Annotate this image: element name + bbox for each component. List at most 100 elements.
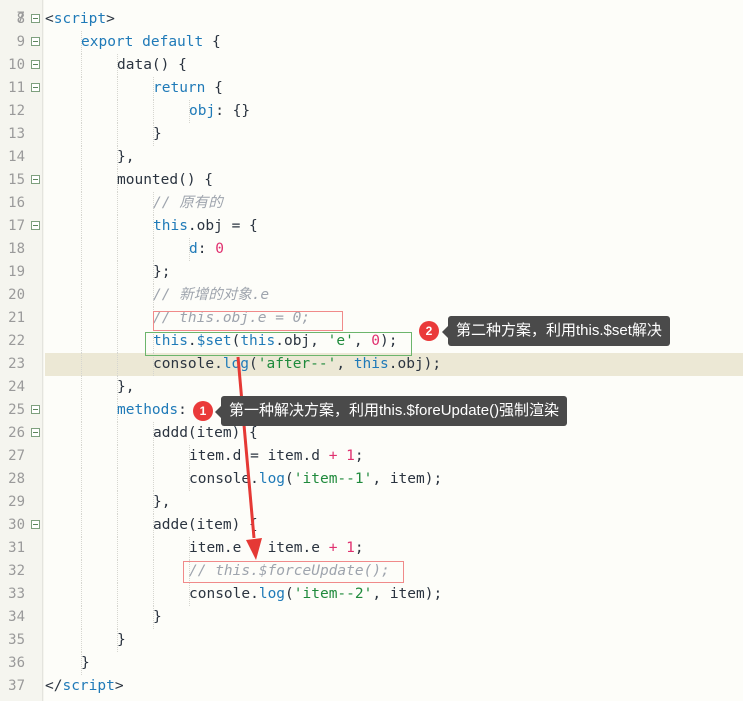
code-token: methods (117, 402, 179, 418)
code-token: console. (189, 586, 259, 602)
code-line[interactable]: 34} (0, 606, 743, 629)
code-line[interactable]: 16// 原有的 (0, 192, 743, 215)
code-line-content[interactable]: // 原有的 (45, 192, 743, 215)
code-line[interactable]: 13} (0, 123, 743, 146)
code-token: + (328, 448, 338, 464)
code-text: console.log('item--1', item); (189, 468, 442, 491)
code-line-content[interactable]: // 新增的对象.e (45, 284, 743, 307)
code-line-content[interactable]: item.d = item.d + 1; (45, 445, 743, 468)
code-line-content[interactable]: } (45, 606, 743, 629)
indent-guide (81, 445, 82, 468)
fold-toggle-icon[interactable] (31, 60, 40, 69)
code-text: // 新增的对象.e (153, 284, 269, 307)
code-line-content[interactable]: // this.$forceUpdate(); (45, 560, 743, 583)
fold-toggle-icon[interactable] (31, 83, 40, 92)
code-token: 0 (371, 333, 381, 349)
code-token: > (114, 678, 124, 694)
code-line[interactable]: 12 obj: {} (0, 100, 743, 123)
indent-guide (117, 261, 118, 284)
code-line-content[interactable]: return { (45, 77, 743, 100)
code-line-content[interactable]: </script> (45, 675, 743, 698)
code-token: this (153, 218, 188, 234)
code-line[interactable]: 21// this.obj.e = 0; (0, 307, 743, 330)
code-line-content[interactable]: <script> (45, 8, 743, 31)
code-token: console. (189, 471, 259, 487)
code-line-content[interactable]: d: 0 (45, 238, 743, 261)
fold-toggle-icon[interactable] (31, 175, 40, 184)
indent-guide (81, 353, 82, 376)
code-line-content[interactable]: console.log('item--1', item); (45, 468, 743, 491)
indent-guide (189, 445, 190, 468)
code-line[interactable]: 19}; (0, 261, 743, 284)
fold-toggle-icon[interactable] (31, 221, 40, 230)
indent-guide (81, 514, 82, 537)
code-line-content[interactable]: console.log('after--', this.obj); (45, 353, 743, 376)
indent-guide (153, 514, 154, 537)
indent-guide (153, 537, 154, 560)
line-number: 36 (8, 655, 25, 671)
code-line[interactable]: 24}, (0, 376, 743, 399)
code-line-content[interactable]: addd(item) { (45, 422, 743, 445)
code-line[interactable]: 14}, (0, 146, 743, 169)
code-line-content[interactable]: this.obj = { (45, 215, 743, 238)
code-line-content[interactable]: }, (45, 491, 743, 514)
indent-guide (153, 468, 154, 491)
code-line-content[interactable]: console.log('item--2', item); (45, 583, 743, 606)
code-token: , (353, 333, 372, 349)
indent-guide (81, 491, 82, 514)
code-text: // this.$forceUpdate(); (189, 560, 390, 583)
code-line[interactable]: 32// this.$forceUpdate(); (0, 560, 743, 583)
fold-toggle-icon[interactable] (31, 14, 40, 23)
code-line[interactable]: 8<script> (0, 8, 743, 31)
fold-toggle-icon[interactable] (31, 520, 40, 529)
code-line-content[interactable]: } (45, 123, 743, 146)
code-token: , item); (372, 586, 443, 602)
line-number: 20 (8, 287, 25, 303)
code-line[interactable]: 10 data() { (0, 54, 743, 77)
code-line-content[interactable]: }, (45, 376, 743, 399)
code-line-content[interactable]: // this.obj.e = 0; (45, 307, 743, 330)
code-line[interactable]: 29}, (0, 491, 743, 514)
code-line-content[interactable]: data() { (45, 54, 743, 77)
code-line-content[interactable]: export default { (45, 31, 743, 54)
indent-guide (117, 399, 118, 422)
code-line-content[interactable]: obj: {} (45, 100, 743, 123)
indent-guide (81, 100, 82, 123)
code-text: } (153, 606, 162, 629)
indent-guide (117, 238, 118, 261)
comment-highlight-box-line-21 (153, 311, 343, 331)
code-line-content[interactable]: this.$set(this.obj, 'e', 0); (45, 330, 743, 353)
indent-guide (189, 468, 190, 491)
code-line-content[interactable]: }; (45, 261, 743, 284)
line-number: 37 (8, 678, 25, 694)
annotation-tooltip-1: 第一种解决方案，利用this.$foreUpdate()强制渲染 (214, 396, 568, 426)
code-line-content[interactable]: }, (45, 146, 743, 169)
code-line-content[interactable]: mounted() { (45, 169, 743, 192)
indent-guide (153, 123, 154, 146)
fold-toggle-icon[interactable] (31, 405, 40, 414)
line-number: 12 (8, 103, 25, 119)
code-line[interactable]: 37 </script> (0, 675, 743, 698)
code-token: . (187, 333, 197, 349)
code-text: }, (117, 146, 134, 169)
code-line-content[interactable]: } (45, 629, 743, 652)
indent-guide (153, 215, 154, 238)
code-line[interactable]: 20 // 新增的对象.e (0, 284, 743, 307)
line-number: 10 (8, 57, 25, 73)
code-line[interactable]: 35} (0, 629, 743, 652)
code-line[interactable]: 36} (0, 652, 743, 675)
fold-toggle-icon[interactable] (31, 428, 40, 437)
code-line-content[interactable]: } (45, 652, 743, 675)
fold-toggle-icon[interactable] (31, 37, 40, 46)
